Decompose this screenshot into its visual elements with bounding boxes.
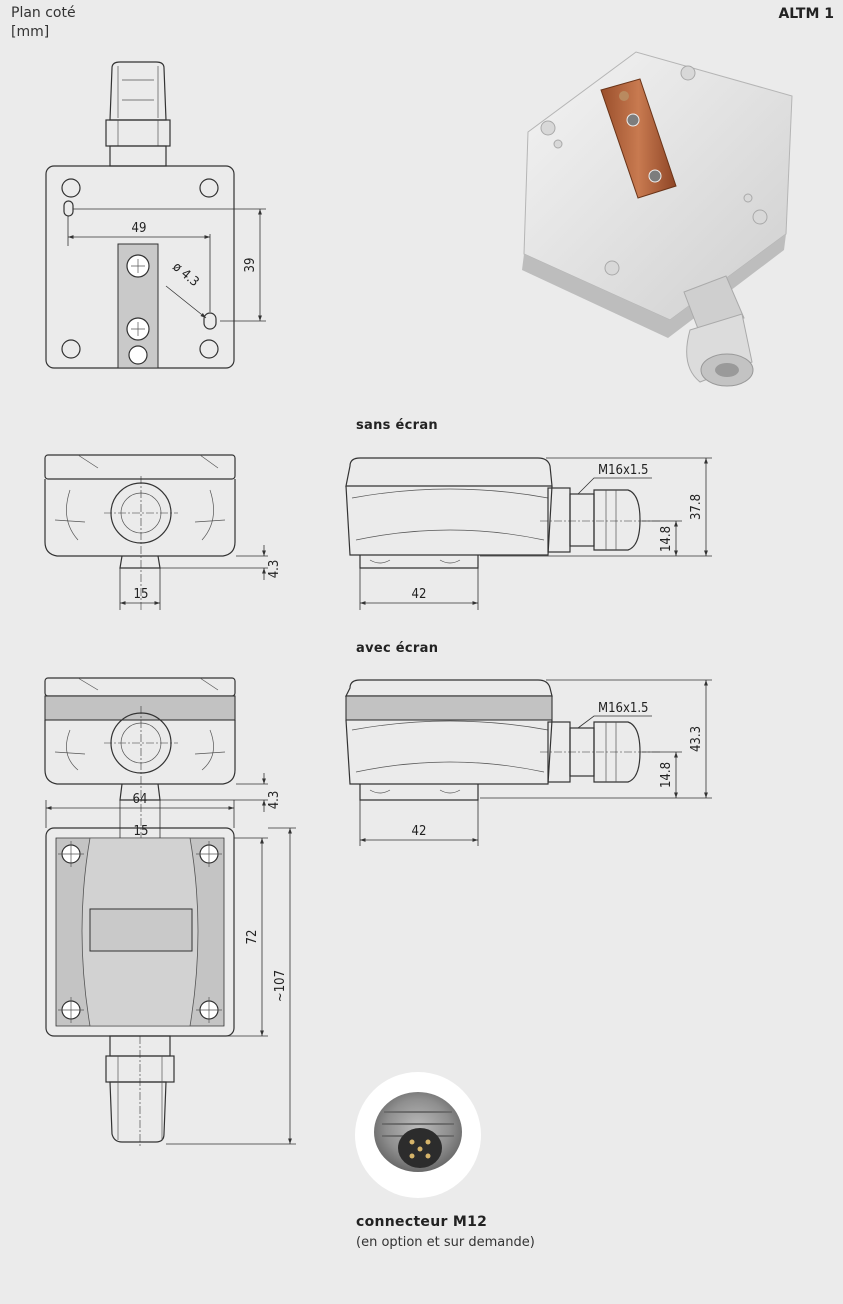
dimension-thread-1: M16x1.5 bbox=[577, 463, 652, 495]
dimension-label-thread-2: M16x1.5 bbox=[598, 701, 648, 716]
top-view-drawing: 49 39 ø 4.3 bbox=[45, 61, 266, 369]
drawing-title-line2: [mm] bbox=[11, 24, 50, 40]
cable-gland-top bbox=[105, 61, 171, 167]
dimension-label-thread-1: M16x1.5 bbox=[598, 463, 648, 478]
slot-hole-1 bbox=[63, 200, 74, 217]
dimension-label-diameter: ø 4.3 bbox=[169, 260, 201, 290]
front-view-drawing: 64 72 ~107 bbox=[45, 792, 296, 1146]
connector-title: connecteur M12 bbox=[356, 1214, 488, 1230]
connector-note: (en option et sur demande) bbox=[356, 1235, 535, 1250]
dimension-label-width: 64 bbox=[133, 792, 148, 807]
end-view-with-display: 4.3 15 bbox=[44, 677, 282, 848]
dimension-width-64: 64 bbox=[45, 792, 235, 828]
dimension-39: 39 bbox=[73, 208, 266, 322]
dimension-label-overall: ~107 bbox=[273, 970, 288, 1002]
dimension-label-side2-15: 15 bbox=[134, 824, 149, 839]
dimension-label-base-1: 42 bbox=[412, 587, 427, 602]
dimension-label-39: 39 bbox=[243, 258, 258, 273]
dimension-label-height-2: 43.3 bbox=[689, 726, 704, 752]
dimension-side-15: 15 bbox=[119, 568, 161, 610]
mounting-holes bbox=[61, 178, 219, 359]
dimension-label-side-15: 15 bbox=[134, 587, 149, 602]
dimension-diameter: ø 4.3 bbox=[165, 260, 207, 319]
dimension-label-49: 49 bbox=[132, 221, 147, 236]
dimension-thread-2: M16x1.5 bbox=[577, 701, 652, 729]
dimension-label-height: 72 bbox=[245, 930, 260, 945]
dimension-height-37-8: 37.8 bbox=[480, 457, 712, 557]
dimension-label-gland-2: 14.8 bbox=[659, 762, 674, 788]
dimension-49: 49 bbox=[67, 216, 211, 312]
dimension-base-42: 42 bbox=[359, 568, 479, 610]
dimension-label-side-4-3: 4.3 bbox=[267, 560, 282, 579]
dimension-label-gland-1: 14.8 bbox=[659, 526, 674, 552]
dimension-label-base-2: 42 bbox=[412, 824, 427, 839]
slot-hole-2 bbox=[203, 312, 217, 330]
drawing-title-line1: Plan coté bbox=[11, 5, 76, 21]
dimension-overall-107: ~107 bbox=[166, 827, 296, 1145]
dimension-height-43-3: 43.3 bbox=[480, 679, 712, 799]
product-photo bbox=[522, 51, 793, 387]
caption-with-display: avec écran bbox=[356, 641, 439, 656]
profile-view-with-display: M16x1.5 43.3 14.8 42 bbox=[345, 679, 712, 846]
dimension-label-height-1: 37.8 bbox=[689, 494, 704, 520]
end-view-without-display: 4.3 15 bbox=[44, 454, 282, 610]
dimension-gland-14-8: 14.8 bbox=[642, 520, 682, 556]
m12-connector-photo bbox=[355, 1072, 481, 1198]
drawing-title: Plan coté [mm] bbox=[11, 4, 76, 42]
model-label: ALTM 1 bbox=[778, 6, 834, 22]
dimension-side2-4-3: 4.3 bbox=[160, 773, 282, 812]
profile-view-without-display: M16x1.5 37.8 14.8 42 bbox=[345, 457, 712, 610]
caption-without-display: sans écran bbox=[356, 418, 438, 433]
dimension-base2-42: 42 bbox=[359, 800, 479, 846]
dimension-label-side2-4-3: 4.3 bbox=[267, 791, 282, 810]
dimension-gland2-14-8: 14.8 bbox=[642, 751, 682, 798]
dimension-side-4-3: 4.3 bbox=[160, 545, 282, 580]
dimension-height-72: 72 bbox=[218, 837, 268, 1037]
